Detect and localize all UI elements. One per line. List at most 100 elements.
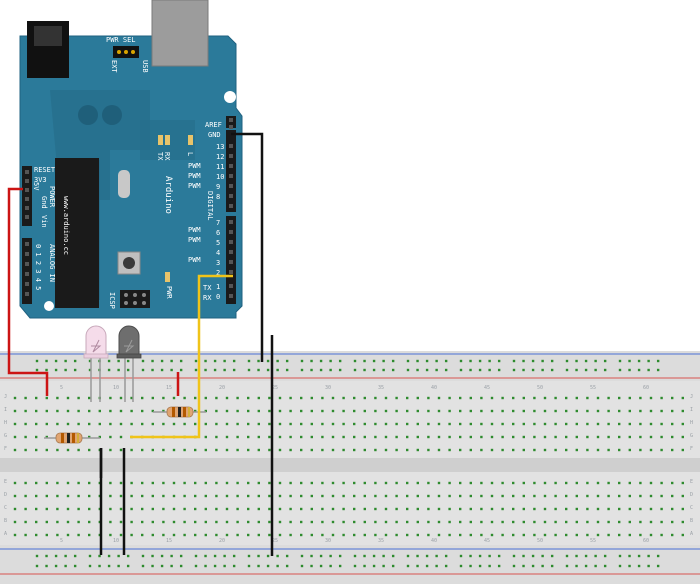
rail-hole: [531, 554, 535, 558]
bb-hole: [331, 533, 335, 537]
bb-hole: [448, 435, 451, 439]
bb-hole: [671, 494, 674, 498]
rail-hole: [656, 564, 660, 568]
bb-hole: [607, 435, 610, 439]
bb-hole: [56, 494, 59, 498]
col-num-45-bottom: 45: [484, 538, 490, 544]
rail-hole: [488, 554, 491, 558]
aref-label: AREF: [205, 121, 222, 129]
bb-hole: [448, 507, 451, 511]
rail-hole: [35, 368, 39, 372]
bb-hole: [109, 422, 112, 426]
bb-hole: [194, 533, 197, 537]
rail-hole: [618, 564, 622, 568]
bb-hole: [459, 507, 462, 511]
bb-hole: [225, 422, 229, 426]
bb-hole: [395, 409, 398, 413]
rail-hole: [565, 359, 569, 363]
bb-hole: [247, 481, 250, 485]
bb-hole: [480, 533, 483, 537]
bb-hole: [300, 409, 303, 413]
bb-hole: [427, 481, 430, 485]
bb-hole: [310, 435, 313, 439]
digital-pin-number: 13: [216, 143, 224, 151]
bb-hole: [681, 481, 684, 485]
rail-hole: [353, 359, 357, 363]
bb-hole: [109, 507, 112, 511]
bb-hole: [565, 422, 568, 426]
bb-hole: [24, 422, 27, 426]
pwr-led-light: [165, 272, 170, 282]
bb-hole: [628, 396, 631, 400]
bb-hole: [469, 481, 472, 485]
bb-hole: [342, 409, 345, 413]
col-num-35: 35: [378, 385, 384, 391]
rail-hole: [141, 359, 145, 363]
bb-hole: [268, 533, 271, 537]
bb-hole: [162, 448, 165, 452]
bb-hole: [130, 520, 133, 524]
bb-hole: [119, 422, 123, 426]
col-num-20-bottom: 20: [219, 538, 225, 544]
bb-hole: [384, 481, 388, 485]
rail-hole: [107, 564, 111, 568]
rail-hole: [469, 359, 472, 363]
bb-hole: [268, 422, 271, 426]
digital-pin-number: 3: [216, 259, 220, 267]
bb-hole: [225, 520, 229, 524]
bb-hole: [130, 507, 133, 511]
bb-hole: [607, 533, 610, 537]
bb-hole: [480, 409, 483, 413]
bb-hole: [416, 481, 419, 485]
bb-hole: [194, 422, 197, 426]
bb-hole: [162, 507, 165, 511]
bb-hole: [172, 481, 176, 485]
bb-hole: [35, 435, 38, 439]
bb-hole: [13, 435, 17, 439]
rail-hole: [382, 564, 385, 568]
bb-hole: [342, 481, 345, 485]
bb-hole: [13, 409, 17, 413]
reset-button-cap[interactable]: [123, 257, 135, 269]
rail-hole: [594, 359, 597, 363]
bb-hole: [660, 507, 663, 511]
rail-hole: [512, 564, 516, 568]
bb-hole: [395, 396, 398, 400]
bb-hole: [639, 533, 642, 537]
rail-hole: [565, 554, 569, 558]
rail-hole: [319, 359, 323, 363]
bb-hole: [119, 409, 123, 413]
bb-hole: [427, 422, 430, 426]
rail-hole: [310, 368, 313, 372]
analog-pin: [25, 262, 29, 266]
rail-hole: [247, 368, 251, 372]
row-letter-f-right: F: [690, 446, 693, 452]
bb-hole: [533, 481, 536, 485]
bb-hole: [236, 409, 239, 413]
bb-hole: [77, 448, 80, 452]
bb-hole: [194, 396, 197, 400]
bb-hole: [342, 520, 345, 524]
bb-hole: [183, 520, 186, 524]
bb-hole: [13, 448, 17, 452]
rail-hole: [329, 564, 332, 568]
row-letters-top: J I H G F J I H G F: [4, 394, 693, 452]
bb-hole: [490, 494, 494, 498]
bb-hole: [543, 448, 547, 452]
bb-hole: [24, 435, 27, 439]
bb-hole: [437, 481, 441, 485]
bb-hole: [353, 481, 356, 485]
bb-hole: [649, 396, 653, 400]
bb-hole: [109, 481, 112, 485]
rail-hole: [575, 564, 578, 568]
rail-hole: [117, 564, 120, 568]
bb-hole: [204, 533, 207, 537]
bb-hole: [321, 494, 324, 498]
bb-hole: [448, 396, 451, 400]
bb-hole: [13, 422, 17, 426]
row-letter-h: H: [4, 420, 7, 426]
bb-hole: [671, 533, 674, 537]
bb-hole: [88, 409, 91, 413]
rail-hole: [276, 359, 279, 363]
bb-hole: [596, 494, 600, 498]
